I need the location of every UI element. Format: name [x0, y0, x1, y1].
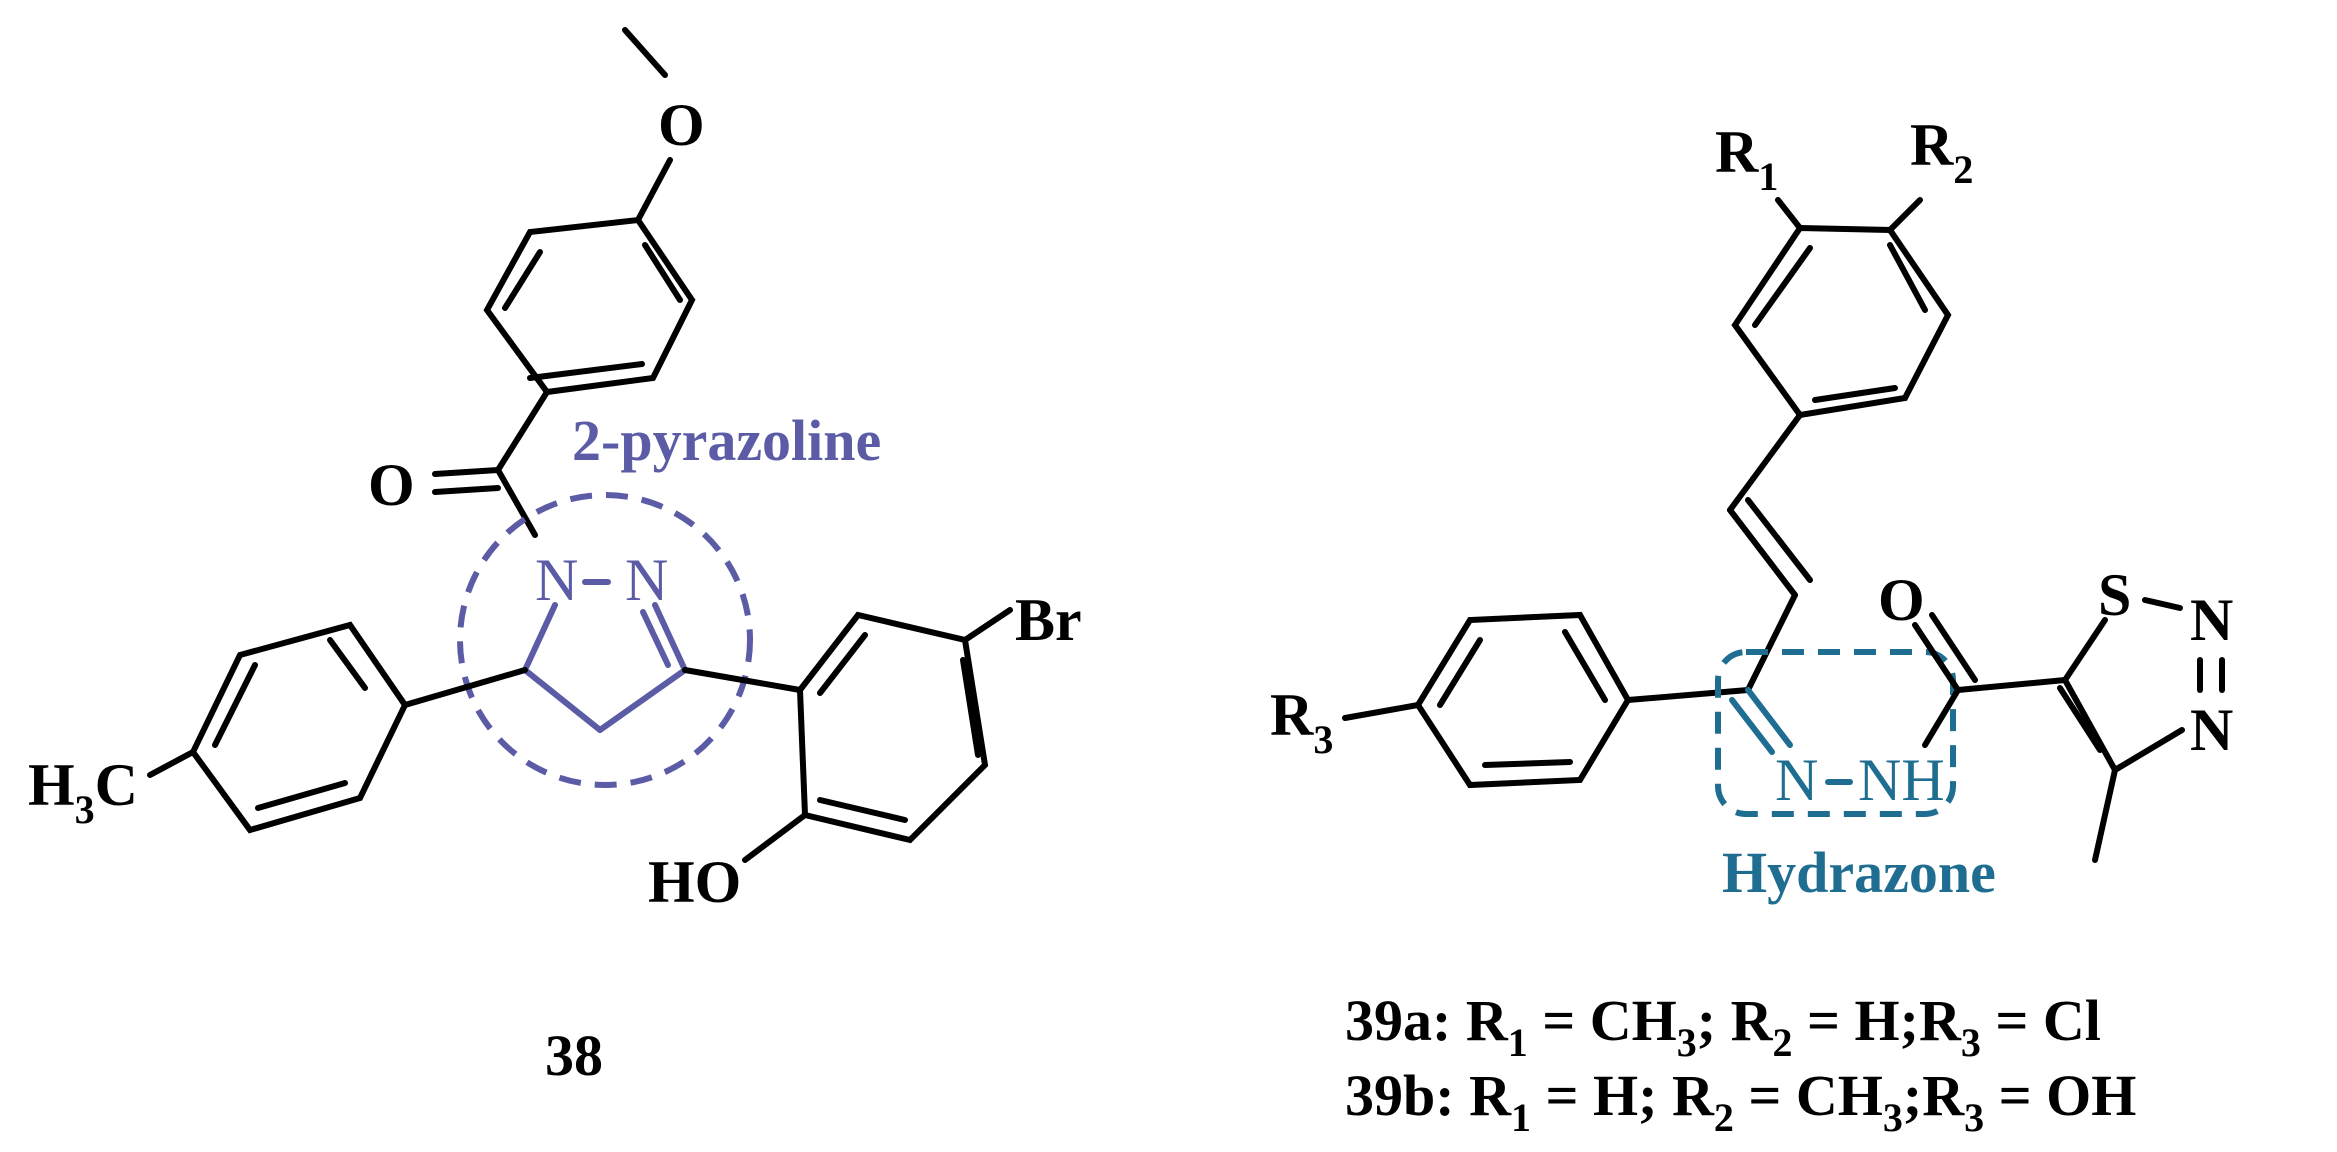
legend-39a: 39a: R1 = CH3; R2 = H;R3 = Cl [1345, 988, 2101, 1065]
methyl-h: H3C [28, 752, 138, 832]
c5-tolyl-bond [402, 667, 528, 708]
carbonyl-n-bond [495, 467, 538, 538]
compound-38-label: 38 [545, 1023, 603, 1088]
oh-bond [742, 812, 808, 863]
hydrazone-group: N NH Hydrazone [1715, 649, 1996, 905]
carbonyl-double-2 [432, 485, 501, 495]
vinyl-bond-1 [1727, 412, 1803, 513]
hydroxyl: HO [648, 849, 741, 915]
vinyl-double-b [1745, 497, 1813, 583]
methoxy-oxygen: O [658, 92, 705, 158]
pyrazoline-highlight-circle [457, 492, 753, 788]
methyl-bond [622, 27, 668, 78]
amide-co-b [1929, 612, 1978, 683]
tolyl-methyl-bond [147, 749, 196, 778]
thiadiazole-methyl-bond [2092, 767, 2118, 863]
tolyl-ring [189, 621, 409, 834]
nh-carbonyl-bond [1922, 687, 1961, 748]
c-aryl-bond [1625, 687, 1751, 703]
amide-co-a [1912, 622, 1961, 693]
pyrazoline-n2: N [625, 547, 668, 613]
legend-39b: 39b: R1 = H; R2 = CH3;R3 = OH [1345, 1063, 2136, 1140]
c3-aryl-bond [682, 667, 803, 693]
hydrazone-label: Hydrazone [1722, 840, 1996, 905]
pyrazoline-ring: N N 2-pyrazoline [457, 408, 881, 788]
thiadiazole-n-bottom: N [2190, 697, 2233, 763]
r3-bond [1342, 702, 1421, 721]
vinyl-bond-2 [1745, 592, 1798, 693]
r2-bond [1887, 197, 1923, 233]
pyrazoline-n1: N [535, 547, 578, 613]
vinyl-double-a [1727, 507, 1798, 598]
compound-39: R1 R2 R3 N [1270, 112, 2233, 1140]
hydrazone-highlight-box [1715, 649, 1956, 817]
carbonyl-oxygen: O [368, 452, 415, 518]
carbonyl-double-1 [432, 467, 501, 477]
br-bond [962, 607, 1013, 643]
upper-aryl-ring [1731, 224, 1952, 419]
r1-bond [1775, 197, 1803, 231]
r3-label: R3 [1270, 682, 1333, 762]
thiadiazole-ring: S N N [2057, 562, 2233, 773]
anisoyl-ring [483, 216, 696, 396]
o-ring-bond [635, 157, 673, 223]
r2-label: R2 [1910, 112, 1973, 192]
hydrazone-n: N [1775, 747, 1818, 813]
amide-oxygen: O [1878, 567, 1925, 633]
lower-aryl-ring [1414, 611, 1632, 789]
carbonyl-thiadiazole-bond [1955, 677, 2068, 693]
pyrazoline-label: 2-pyrazoline [572, 408, 881, 473]
bromine: Br [1015, 587, 1082, 653]
ring-carbonyl-bond [495, 389, 550, 473]
r1-label: R1 [1715, 119, 1778, 199]
thiadiazole-s: S [2098, 562, 2131, 628]
bromophenol-ring [796, 611, 989, 844]
hydrazone-nh: NH [1858, 747, 1945, 813]
compound-38: O O N N 2-pyrazoline [28, 27, 1082, 1088]
thiadiazole-n-top: N [2190, 587, 2233, 653]
